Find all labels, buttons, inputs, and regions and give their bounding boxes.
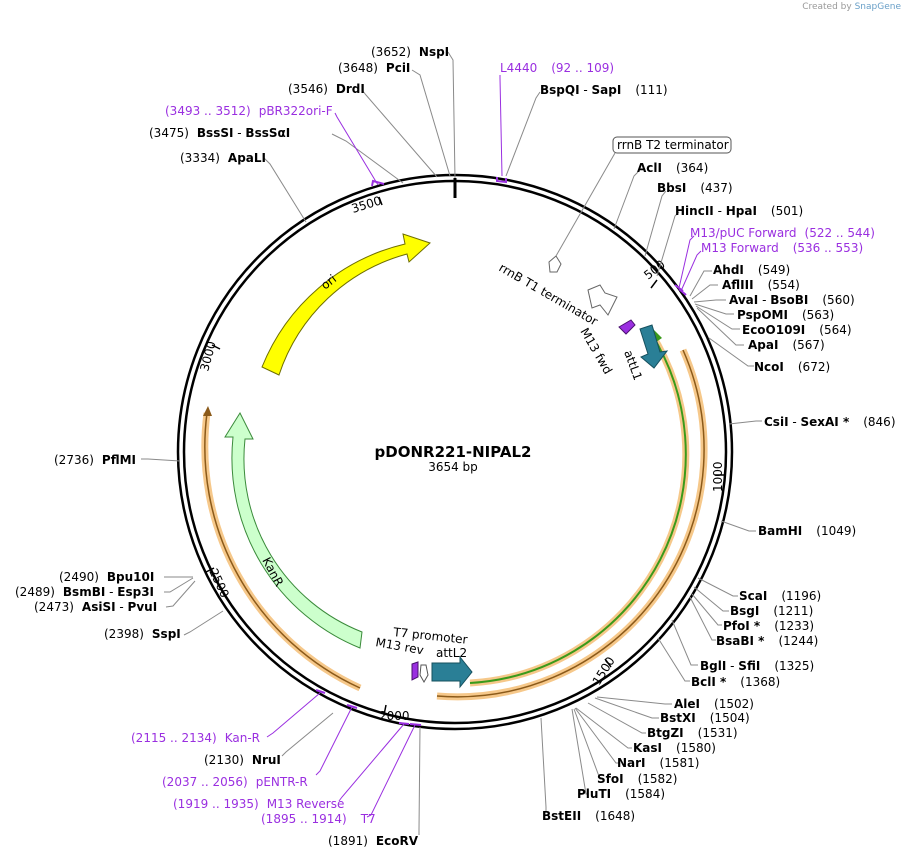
site-bsabi: BsaBI *(1244) bbox=[716, 634, 818, 648]
plasmid-name: pDONR221-NIPAL2 bbox=[375, 443, 532, 461]
site-pflmi: (2736)PflMI bbox=[54, 453, 136, 467]
site-ncoi: NcoI(672) bbox=[754, 360, 830, 374]
rrnb-t1-label: rrnB T1 terminator bbox=[497, 260, 601, 328]
orf-left-arc bbox=[201, 406, 362, 692]
site-sspi: (2398)SspI bbox=[104, 627, 181, 641]
site-alei: AleI(1502) bbox=[674, 697, 754, 711]
site-afliii: AflIII(554) bbox=[722, 278, 800, 292]
site-acli: AclI(364) bbox=[637, 161, 708, 175]
site-bsteii: BstEII(1648) bbox=[542, 809, 635, 823]
tick-label-3500: 3500 bbox=[350, 194, 383, 216]
site-bspqi: BspQI - SapI(111) bbox=[540, 83, 668, 97]
primer-m13-reverse: (1919 .. 1935)M13 Reverse bbox=[173, 797, 344, 811]
site-csii: CsiI - SexAI *(846) bbox=[764, 415, 896, 429]
site-bbsi: BbsI(437) bbox=[657, 181, 733, 195]
orf-right-arc bbox=[436, 327, 708, 701]
site-btgzi: BtgZI(1531) bbox=[647, 726, 738, 740]
site-bstxi: BstXI(1504) bbox=[660, 711, 750, 725]
kanr-feature: KanR bbox=[224, 411, 363, 649]
site-scai: ScaI(1196) bbox=[739, 589, 821, 603]
site-pfoi: PfoI *(1233) bbox=[723, 619, 814, 633]
snapgene-credit: Created by SnapGene bbox=[802, 2, 901, 12]
site-ecorv: (1891)EcoRV bbox=[328, 834, 419, 848]
site-nari: NarI(1581) bbox=[617, 756, 699, 770]
site-hincii: HincII - HpaI(501) bbox=[675, 204, 803, 218]
site-bsgi: BsgI(1211) bbox=[730, 604, 813, 618]
site-bpu10i: (2490)Bpu10I bbox=[59, 570, 154, 584]
attl2-label: attL2 bbox=[436, 646, 467, 660]
attl1-label: attL1 bbox=[621, 348, 645, 382]
tick-label-1000: 1000 bbox=[711, 461, 725, 492]
site-asisi: (2473)AsiSI - PvuI bbox=[34, 600, 157, 614]
site-ahdi: AhdI(549) bbox=[713, 263, 790, 277]
rrnb-t2-label: rrnB T2 terminator bbox=[617, 138, 729, 152]
m13-fwd-feature: M13 fwd bbox=[577, 319, 636, 377]
site-bcli: BclI *(1368) bbox=[691, 675, 780, 689]
rrnb-t2-feature: rrnB T2 terminator bbox=[548, 136, 732, 273]
site-kasi: KasI(1580) bbox=[633, 741, 716, 755]
site-drdi: (3546)DrdI bbox=[288, 82, 365, 96]
primer-l4440: L4440(92 .. 109) bbox=[500, 61, 614, 75]
site-avai: AvaI - BsoBI(560) bbox=[729, 293, 855, 307]
site-nspi: (3652)NspI bbox=[371, 45, 449, 59]
attl1-feature: attL1 bbox=[621, 324, 669, 382]
primer-m13-puc-forward: M13/pUC Forward(522 .. 544) bbox=[690, 226, 875, 240]
site-pcii: (3648)PciI bbox=[338, 61, 410, 75]
primer-kan-r: (2115 .. 2134)Kan-R bbox=[131, 731, 260, 745]
tick-label-2000: 2000 bbox=[379, 709, 410, 723]
m13-fwd-label: M13 fwd bbox=[577, 326, 615, 377]
site-pluti: PluTI(1584) bbox=[577, 787, 665, 801]
attl2-feature: attL2 bbox=[431, 646, 473, 689]
tick-marks bbox=[205, 196, 725, 716]
site-apai: ApaI(567) bbox=[748, 338, 825, 352]
ori-feature: ori bbox=[261, 233, 431, 376]
site-bgli: BglI - SfiI(1325) bbox=[700, 659, 814, 673]
site-bamhi: BamHI(1049) bbox=[758, 524, 856, 538]
site-apali: (3334)ApaLI bbox=[180, 151, 266, 165]
site-sfoi: SfoI(1582) bbox=[597, 772, 677, 786]
primer-m13-forward: M13 Forward(536 .. 553) bbox=[701, 241, 863, 255]
site-bsmbi: (2489)BsmBI - Esp3I bbox=[15, 585, 154, 599]
primer-leader-lines bbox=[266, 75, 702, 818]
m13-rev-feature: M13 rev bbox=[374, 635, 425, 681]
primer-t7: (1895 .. 1914)T7 bbox=[261, 812, 376, 826]
site-pspomi: PspOMI(563) bbox=[737, 308, 834, 322]
primer-pentr-r: (2037 .. 2056)pENTR-R bbox=[162, 775, 308, 789]
plasmid-length: 3654 bp bbox=[428, 460, 478, 474]
site-bsssi: (3475)BssSI - BssSαI bbox=[149, 126, 290, 140]
site-leader-lines bbox=[141, 51, 762, 835]
site-ecoo109i: EcoO109I(564) bbox=[742, 323, 852, 337]
site-nrui: (2130)NruI bbox=[204, 753, 281, 767]
primer-pbr322ori-f: (3493 .. 3512)pBR322ori-F bbox=[165, 104, 333, 118]
